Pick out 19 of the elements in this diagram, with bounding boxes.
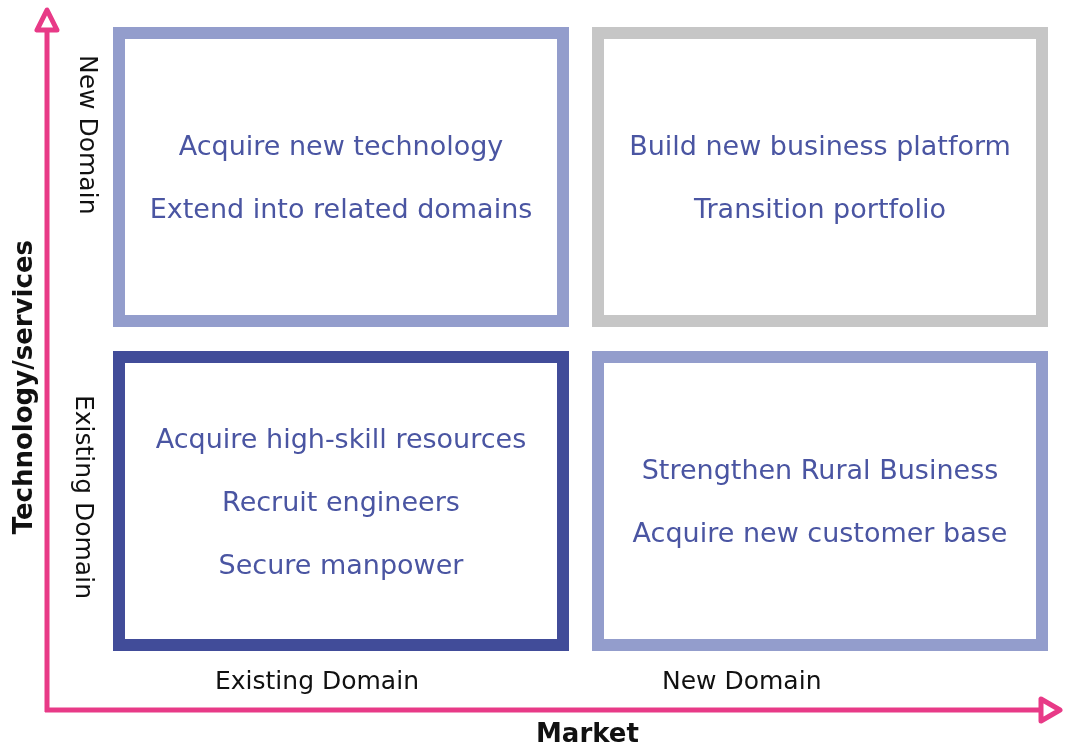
row-label: New Domain [74, 55, 103, 215]
axis-title: Technology/services [8, 240, 38, 535]
quadrant-box [592, 27, 1048, 327]
quadrant-text: Extend into related domains [149, 193, 533, 224]
quadrant-text: Acquire new customer base [632, 517, 1008, 548]
quadrant-box [592, 351, 1048, 651]
quadrant-box [113, 351, 569, 651]
column-label: New Domain [662, 666, 822, 695]
quadrant-text: Recruit engineers [222, 485, 460, 517]
quadrant-text: Acquire new technology [178, 130, 504, 161]
quadrant-text: Build new business platform [629, 130, 1011, 161]
quadrant-text: Secure manpower [218, 548, 464, 580]
quadrant-text: Transition portfolio [693, 193, 946, 224]
column-label: Existing Domain [215, 666, 419, 695]
quadrant-text: Acquire high-skill resources [155, 422, 527, 454]
quadrant-box [113, 27, 569, 327]
axis-title: Market [536, 718, 639, 746]
quadrant-text: Strengthen Rural Business [641, 454, 999, 485]
row-label: Existing Domain [70, 395, 99, 599]
